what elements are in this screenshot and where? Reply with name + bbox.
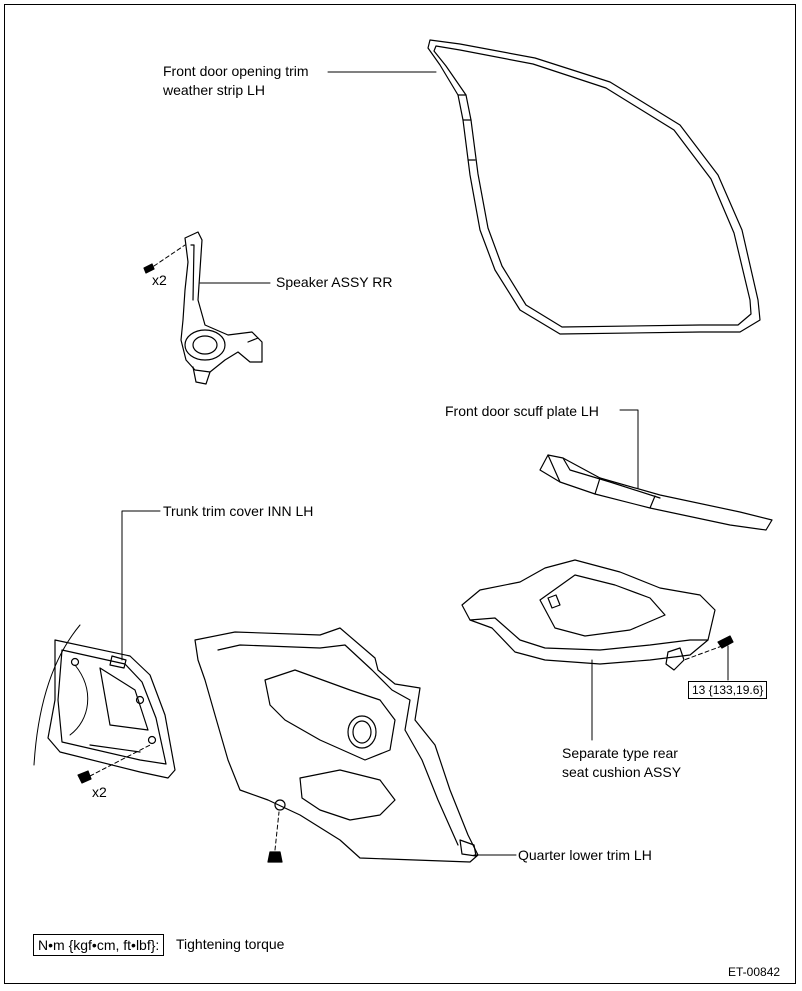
torque-unit-box: N•m {kgf•cm, ft•lbf}: [33, 934, 165, 956]
torque-seat-bolt: 13 {133,19.6} [688, 681, 768, 699]
quarter-trim-part [194, 627, 479, 863]
legend-meaning: Tightening torque [176, 936, 285, 952]
leader-scuff-plate [619, 409, 639, 489]
trunk-trim-part [33, 624, 176, 779]
label-seat-cushion-line2: seat cushion ASSY [562, 764, 682, 780]
seat-cushion-part [461, 559, 716, 671]
label-weather-strip-line1: Front door opening trim [163, 63, 309, 79]
document-id: ET-00842 [728, 965, 781, 979]
label-trunk-trim: Trunk trim cover INN LH [163, 503, 314, 519]
scuff-plate-part [539, 454, 773, 531]
label-seat-cushion-line1: Separate type rear [562, 745, 678, 761]
quarter-clip [267, 811, 283, 863]
trunk-clip [77, 743, 153, 784]
label-weather-strip-line2: weather strip LH [163, 82, 265, 98]
seat-bolt [683, 635, 734, 681]
label-speaker-qty: x2 [152, 272, 167, 288]
weather-strip-part [427, 39, 761, 335]
label-scuff-plate: Front door scuff plate LH [445, 403, 599, 419]
diagram-frame [4, 4, 796, 984]
speaker-part [180, 231, 263, 385]
label-quarter-trim: Quarter lower trim LH [518, 847, 652, 863]
leader-trunk-trim [121, 510, 161, 661]
label-trunk-qty: x2 [92, 784, 107, 800]
speaker-screw [143, 244, 186, 274]
label-speaker: Speaker ASSY RR [276, 274, 393, 290]
